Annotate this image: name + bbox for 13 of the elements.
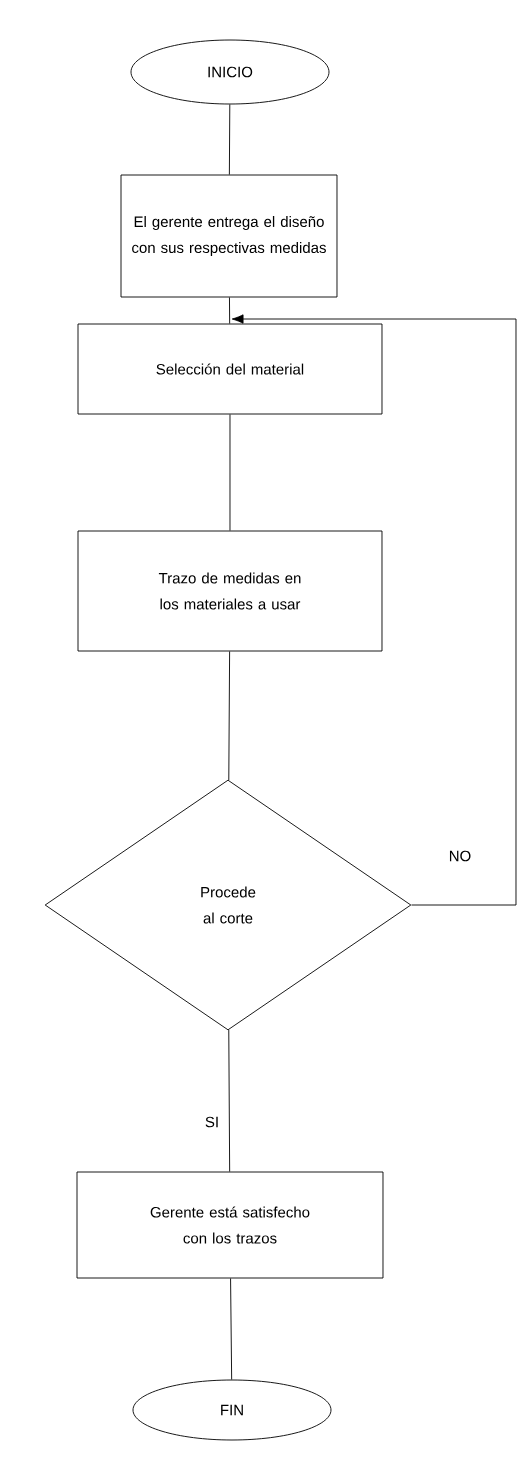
connector	[228, 651, 231, 781]
process-box: Gerente está satisfecho con los trazos	[76, 1171, 384, 1279]
edge-label: NO	[447, 849, 473, 863]
connector	[228, 1029, 231, 1172]
edge-label: SI	[203, 1115, 221, 1129]
connector	[229, 297, 231, 324]
connector	[231, 314, 517, 906]
connector	[228, 104, 231, 175]
connector	[230, 1278, 233, 1380]
process-box: Trazo de medidas en los materiales a usar	[77, 530, 383, 652]
process-box: Selección del material	[77, 323, 383, 415]
process-box: El gerente entrega el diseño con sus respectivas medidas	[120, 174, 338, 298]
connector	[229, 414, 231, 531]
